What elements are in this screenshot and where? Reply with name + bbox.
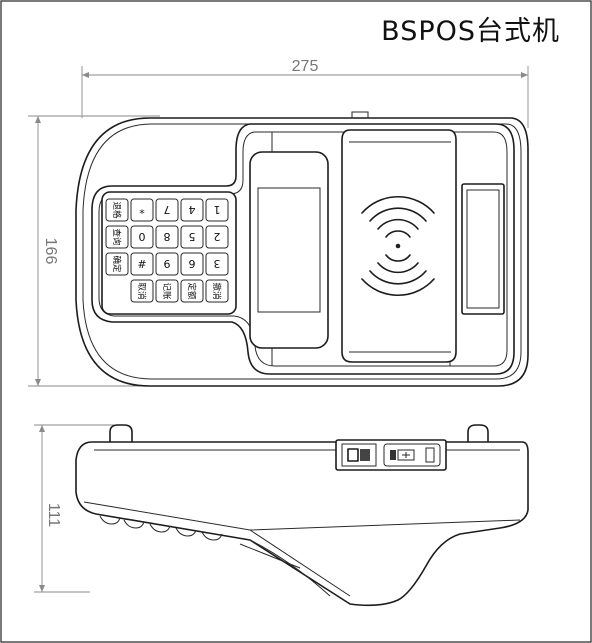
svg-text:#: #: [137, 257, 146, 270]
depth-dimension-label: 166: [42, 238, 59, 265]
svg-text:4: 4: [189, 203, 196, 216]
svg-text:定额: 定额: [186, 282, 197, 300]
keypad-key[interactable]: *: [130, 198, 154, 222]
keypad-key[interactable]: 退格: [105, 198, 129, 222]
keypad-key[interactable]: 0: [130, 225, 154, 249]
keypad-key[interactable]: 查询: [105, 225, 129, 249]
svg-text:9: 9: [164, 257, 171, 270]
svg-text:2: 2: [214, 230, 221, 243]
svg-text:5: 5: [189, 230, 196, 243]
keypad-key[interactable]: 撤消: [205, 279, 229, 303]
width-dimension-label: 275: [292, 58, 319, 75]
keypad-key[interactable]: #: [130, 252, 154, 276]
keypad-key[interactable]: 确定: [105, 252, 129, 276]
keypad-key[interactable]: 记账: [155, 279, 179, 303]
depth-dimension: 166: [28, 115, 160, 387]
usb-port-icon[interactable]: [390, 447, 435, 463]
svg-text:撤消: 撤消: [211, 282, 222, 299]
power-switch-icon[interactable]: [347, 448, 370, 462]
svg-text:*: *: [139, 203, 145, 216]
height-dimension-label: 111: [45, 503, 62, 527]
keypad-key[interactable]: 9: [155, 252, 179, 276]
keypad-key[interactable]: 7: [155, 198, 179, 222]
keypad-key[interactable]: 1: [205, 198, 229, 222]
svg-text:3: 3: [214, 257, 221, 270]
svg-text:记账: 记账: [161, 282, 171, 300]
svg-text:取消: 取消: [136, 282, 147, 299]
svg-text:8: 8: [164, 230, 171, 243]
svg-text:1: 1: [214, 203, 221, 216]
svg-text:退格: 退格: [111, 201, 122, 219]
keypad-key[interactable]: 2: [205, 225, 229, 249]
keypad-key[interactable]: 6: [180, 252, 204, 276]
svg-text:6: 6: [189, 257, 196, 270]
keypad-key[interactable]: 取消: [130, 279, 154, 303]
svg-text:0: 0: [139, 230, 146, 243]
keypad-keys: 1 4 7 * 退格 2 5 8 0 查询 3 6 9 # 确定 撤消 定额 记…: [105, 198, 229, 303]
keypad-key[interactable]: 3: [205, 252, 229, 276]
svg-text:7: 7: [164, 203, 171, 216]
svg-text:查询: 查询: [111, 228, 122, 245]
top-view: 1 4 7 * 退格 2 5 8 0 查询 3 6 9 # 确定 撤消 定额 记…: [75, 111, 529, 387]
nfc-wave-icon: [361, 196, 435, 296]
keypad-key[interactable]: 定额: [180, 279, 204, 303]
width-dimension: 275: [81, 58, 529, 128]
keypad-key[interactable]: 8: [155, 225, 179, 249]
svg-text:确定: 确定: [111, 255, 122, 273]
side-view: [75, 424, 529, 607]
keypad-key[interactable]: 5: [180, 225, 204, 249]
drawing-title: BSPOS台式机: [381, 16, 560, 47]
height-dimension: 111: [34, 424, 118, 593]
keypad-key[interactable]: 4: [180, 198, 204, 222]
